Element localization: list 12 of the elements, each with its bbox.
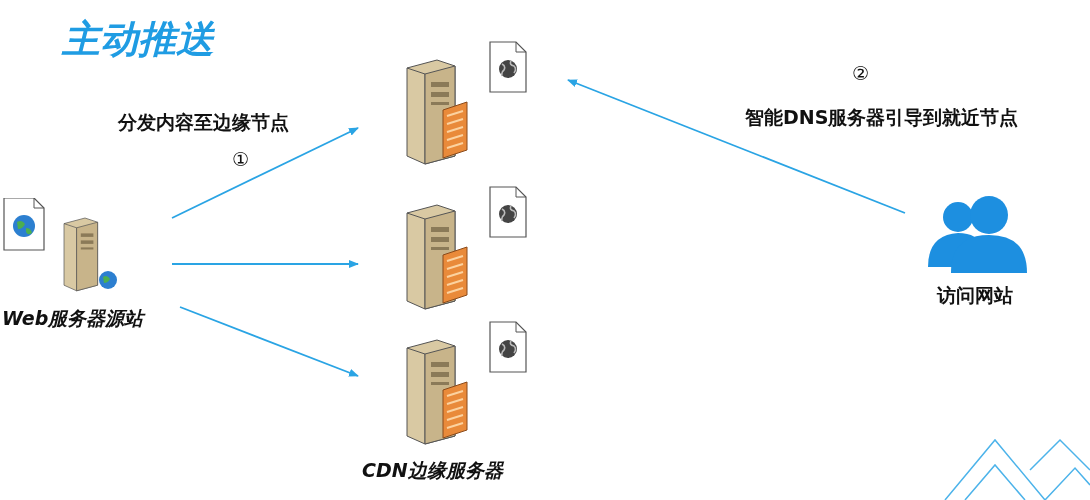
arrow xyxy=(567,79,906,214)
annotation-text: CDN边缘服务器 xyxy=(362,458,503,483)
node-label: 访问网站 xyxy=(935,283,1014,308)
annotation-text: 分发内容至边缘节点 xyxy=(118,110,289,135)
step-number: ① xyxy=(232,148,250,170)
title: 主动推送 xyxy=(62,16,214,63)
node-label: Web服务器源站 xyxy=(2,306,147,331)
arrow xyxy=(179,306,359,377)
arrow xyxy=(171,260,359,268)
annotation-text: 智能DNS服务器引导到就近节点 xyxy=(745,105,1019,130)
step-number: ② xyxy=(852,62,870,84)
arrow xyxy=(171,127,359,219)
